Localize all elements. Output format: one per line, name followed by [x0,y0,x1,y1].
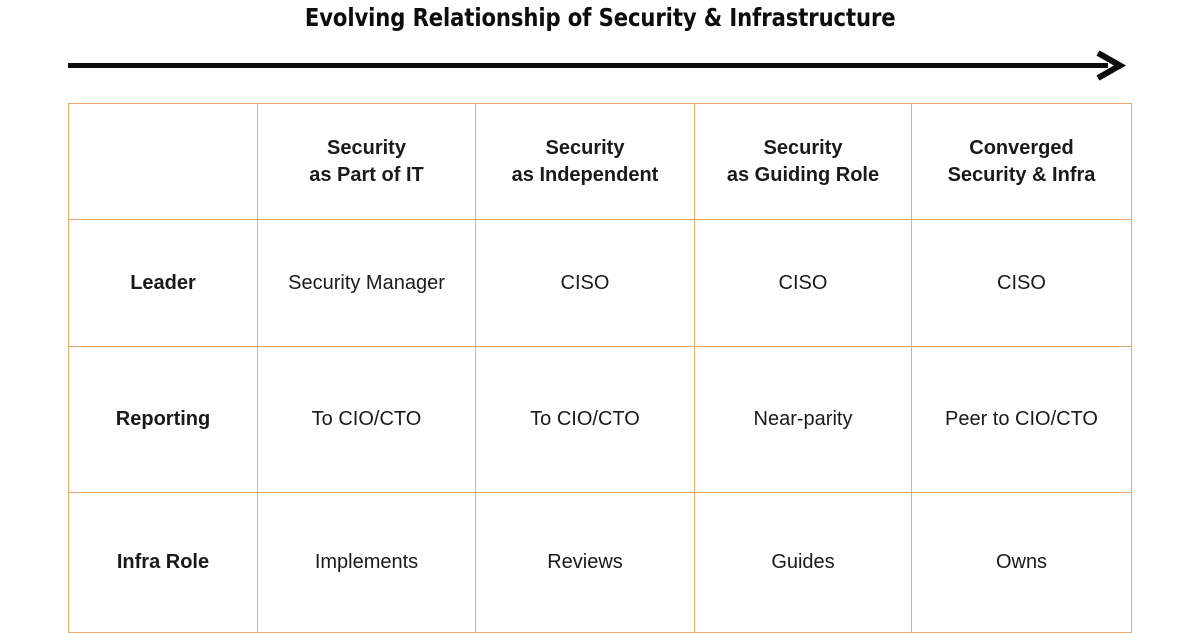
page-title-container: Evolving Relationship of Security & Infr… [0,0,1200,34]
cell-reporting-converged: Peer to CIO/CTO [911,346,1132,493]
cell-leader-independent: CISO [475,219,695,347]
table-header-row: Security as Part of IT Security as Indep… [68,103,1132,220]
column-header-line-2: as Part of IT [309,163,424,186]
column-header-line-1: Security [545,137,625,160]
column-header-security-as-guiding-role: Security as Guiding Role [694,103,912,220]
matrix-corner-cell [68,103,258,220]
right-arrow-icon [68,50,1127,81]
cell-reporting-part-of-it: To CIO/CTO [257,346,476,493]
cell-reporting-guiding-role: Near-parity [694,346,912,493]
row-header-reporting: Reporting [68,346,258,493]
cell-infra-role-part-of-it: Implements [257,492,476,633]
cell-leader-part-of-it: Security Manager [257,219,476,347]
column-header-security-as-part-of-it: Security as Part of IT [257,103,476,220]
cell-infra-role-independent: Reviews [475,492,695,633]
page-title: Evolving Relationship of Security & Infr… [304,2,896,32]
cell-infra-role-converged: Owns [911,492,1132,633]
table-row-leader: Leader Security Manager CISO CISO CISO [68,219,1132,347]
column-header-line-2: as Guiding Role [726,163,880,186]
column-header-line-1: Security [763,137,843,160]
column-header-line-1: Converged [969,137,1074,160]
maturity-matrix-container: Security as Part of IT Security as Indep… [68,103,1132,633]
table-row-infra-role: Infra Role Implements Reviews Guides Own… [68,492,1132,633]
table-row-reporting: Reporting To CIO/CTO To CIO/CTO Near-par… [68,346,1132,493]
cell-leader-guiding-role: CISO [694,219,912,347]
row-header-infra-role: Infra Role [68,492,258,633]
maturity-matrix-table: Security as Part of IT Security as Indep… [68,103,1132,633]
cell-reporting-independent: To CIO/CTO [475,346,695,493]
row-header-leader: Leader [68,219,258,347]
column-header-security-as-independent: Security as Independent [475,103,695,220]
cell-leader-converged: CISO [911,219,1132,347]
progression-arrow-container [62,48,1132,84]
column-header-line-1: Security [327,137,406,160]
cell-infra-role-guiding-role: Guides [694,492,912,633]
column-header-line-2: as Independent [511,163,659,186]
column-header-converged-security-and-infra: Converged Security & Infra [911,103,1132,220]
column-header-line-2: Security & Infra [947,163,1096,186]
